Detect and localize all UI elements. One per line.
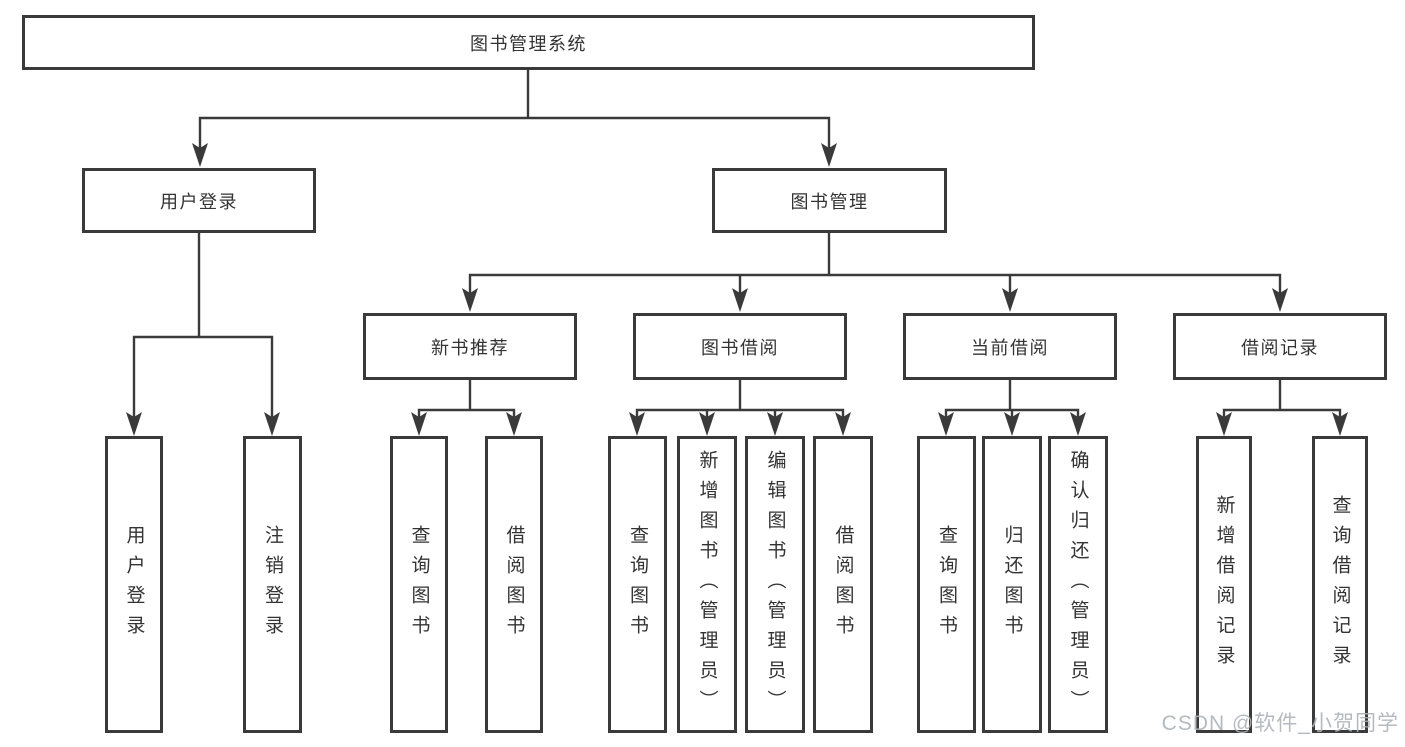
arrowhead — [1070, 412, 1086, 436]
arrowhead — [1272, 288, 1288, 312]
arrowhead — [192, 143, 208, 167]
csdn-watermark: CSDN @软件_小贺同学 — [1161, 712, 1399, 735]
leaf-label: 注销登录 — [262, 524, 283, 645]
leaf-label: 借阅图书 — [832, 524, 854, 645]
leaf-query-books-recommend: 查询图书 — [390, 436, 448, 733]
leaf-label: 编辑图书（管理员） — [764, 449, 786, 720]
connector-path — [132, 70, 1342, 420]
node-label: 图书管理系统 — [470, 33, 587, 54]
leaf-label: 用户登录 — [123, 524, 145, 645]
leaf-label: 确认归还（管理员） — [1067, 449, 1089, 720]
arrowhead — [835, 412, 851, 436]
leaf-label: 查询图书 — [936, 524, 957, 645]
arrowhead — [1332, 412, 1348, 436]
leaf-edit-book-admin: 编辑图书（管理员） — [745, 436, 805, 733]
leaf-label: 查询图书 — [627, 524, 648, 645]
leaf-logout: 注销登录 — [243, 436, 302, 733]
leaf-borrow-books-recommend: 借阅图书 — [485, 436, 543, 733]
leaf-label: 查询图书 — [408, 524, 430, 645]
arrowhead — [462, 288, 478, 312]
leaf-query-books-current: 查询图书 — [917, 436, 976, 733]
leaf-borrow-books-borrow: 借阅图书 — [813, 436, 873, 733]
leaf-label: 借阅图书 — [503, 524, 525, 645]
arrowhead — [821, 143, 837, 167]
node-library-management-system: 图书管理系统 — [22, 15, 1035, 70]
node-label: 图书借阅 — [701, 337, 779, 358]
arrowhead — [938, 412, 954, 436]
node-borrowing-records: 借阅记录 — [1173, 313, 1387, 380]
leaf-return-books: 归还图书 — [982, 436, 1042, 733]
arrowhead — [506, 412, 522, 436]
node-label: 借阅记录 — [1241, 337, 1319, 358]
node-new-book-recommendation: 新书推荐 — [363, 313, 577, 380]
node-label: 用户登录 — [160, 191, 238, 212]
arrowhead — [732, 288, 748, 312]
arrowhead — [411, 412, 427, 436]
leaf-label: 归还图书 — [1001, 524, 1023, 645]
node-current-borrowing: 当前借阅 — [903, 313, 1117, 380]
leaf-query-borrow-record: 查询借阅记录 — [1312, 436, 1368, 733]
node-book-borrowing: 图书借阅 — [633, 313, 847, 380]
leaf-user-login: 用户登录 — [105, 436, 163, 733]
leaf-label: 新增借阅记录 — [1213, 494, 1235, 675]
leaf-confirm-return-admin: 确认归还（管理员） — [1048, 436, 1108, 733]
leaf-query-books-borrow: 查询图书 — [608, 436, 667, 733]
arrowhead — [1002, 288, 1018, 312]
leaf-label: 新增图书（管理员） — [696, 449, 718, 720]
node-label: 新书推荐 — [431, 337, 509, 358]
arrowhead — [1004, 412, 1020, 436]
node-user-login: 用户登录 — [82, 168, 316, 233]
arrowhead — [629, 412, 645, 436]
arrowhead — [126, 412, 142, 436]
node-book-management: 图书管理 — [712, 168, 947, 233]
arrowheads — [126, 143, 1348, 436]
leaf-add-borrow-record: 新增借阅记录 — [1196, 436, 1252, 733]
arrowhead — [1216, 412, 1232, 436]
node-label: 图书管理 — [790, 191, 869, 212]
arrowhead — [767, 412, 783, 436]
leaf-label: 查询借阅记录 — [1329, 494, 1351, 675]
arrowhead — [264, 412, 280, 436]
arrowhead — [699, 412, 715, 436]
node-label: 当前借阅 — [971, 337, 1049, 358]
leaf-add-book-admin: 新增图书（管理员） — [677, 436, 737, 733]
